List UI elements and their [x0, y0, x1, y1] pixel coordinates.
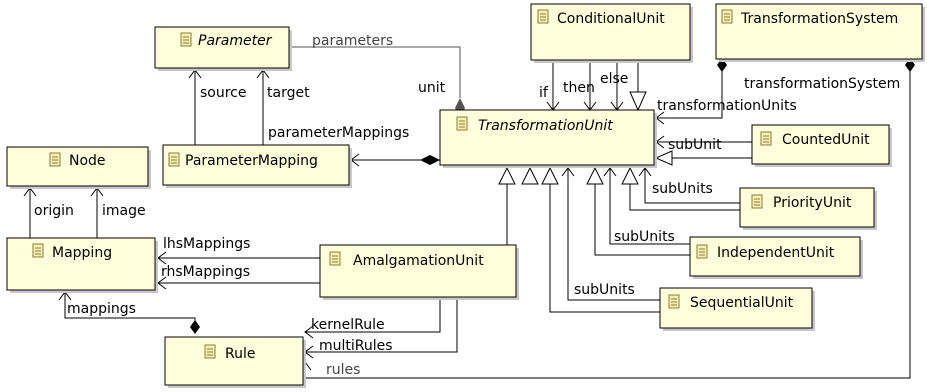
generalization-stub-triangle [521, 166, 539, 185]
label-then: then [563, 80, 595, 96]
class-icon [721, 9, 733, 24]
parameters-edge [290, 46, 461, 98]
label-subunit-counted: subUnit [668, 137, 722, 153]
class-icon [180, 32, 192, 47]
sequential-generalization-edge [549, 184, 660, 313]
counted-generalization-triangle [654, 150, 673, 166]
sequential-subunits-edge [567, 168, 660, 301]
amalgamation-generalization-triangle [498, 166, 516, 185]
mappings-diamond [190, 320, 200, 334]
priority-subunits-edge [644, 168, 740, 204]
transformation-units-edge [656, 70, 723, 119]
priority-generalization-triangle [621, 166, 639, 185]
label-transformation-units: transformationUnits [657, 98, 797, 114]
connectors [23, 46, 915, 379]
kernel-rule-arrow [304, 325, 314, 339]
class-parameter-mapping[interactable]: ParameterMapping [162, 144, 352, 188]
label-subunits-priority: subUnits [652, 181, 713, 197]
class-icon [49, 152, 61, 167]
class-name-transformation-system: TransformationSystem [740, 11, 898, 27]
class-transformation-unit[interactable]: TransformationUnit [439, 109, 657, 168]
label-lhs-mappings: lhsMappings [163, 236, 250, 252]
edge-labels: parameters unit source target parameterM… [34, 33, 900, 378]
class-icon [168, 152, 180, 167]
label-rhs-mappings: rhsMappings [161, 264, 250, 280]
class-name-node: Node [69, 153, 106, 169]
class-amalgamation-unit[interactable]: AmalgamationUnit [319, 244, 519, 300]
class-node[interactable]: Node [6, 146, 151, 189]
label-subunits-independent: subUnits [614, 229, 675, 245]
class-parameter[interactable]: Parameter [154, 26, 292, 71]
label-image: image [102, 203, 146, 219]
independent-generalization-triangle [586, 166, 604, 185]
label-unit: unit [418, 80, 446, 96]
label-transformation-system: transformationSystem [744, 76, 900, 92]
class-icon [329, 251, 341, 266]
independent-generalization-edge [594, 184, 690, 256]
label-multi-rules: multiRules [319, 338, 393, 354]
label-source: source [200, 85, 247, 101]
class-name-transformation-unit: TransformationUnit [478, 118, 613, 134]
class-transformation-system[interactable]: TransformationSystem [715, 3, 925, 62]
label-rules: rules [326, 362, 360, 378]
independent-subunits-edge [609, 168, 690, 245]
conditional-generalization-triangle [629, 91, 647, 112]
label-if: if [539, 85, 549, 101]
class-mapping[interactable]: Mapping [6, 237, 158, 293]
class-name-sequential-unit: SequentialUnit [690, 295, 794, 311]
label-else: else [600, 71, 628, 87]
class-name-counted-unit: CountedUnit [782, 132, 870, 148]
class-sequential-unit[interactable]: SequentialUnit [659, 287, 815, 331]
label-target: target [267, 85, 310, 101]
class-conditional-unit[interactable]: ConditionalUnit [530, 3, 693, 63]
class-priority-unit[interactable]: PriorityUnit [739, 187, 877, 230]
label-kernel-rule: kernelRule [311, 317, 385, 333]
label-mappings: mappings [67, 301, 136, 317]
label-origin: origin [34, 203, 74, 219]
class-icon [32, 243, 44, 258]
class-icon [696, 244, 708, 259]
parameter-mappings-diamond [420, 155, 440, 165]
class-name-amalgamation-unit: AmalgamationUnit [353, 253, 484, 269]
class-name-rule: Rule [225, 346, 255, 362]
priority-generalization-edge [629, 184, 740, 211]
kernel-rule-edge [305, 298, 441, 333]
class-independent-unit[interactable]: IndependentUnit [689, 236, 863, 279]
class-name-conditional-unit: ConditionalUnit [557, 11, 665, 27]
class-name-mapping: Mapping [52, 245, 112, 261]
class-icon [537, 9, 549, 24]
class-name-priority-unit: PriorityUnit [773, 195, 852, 211]
class-icon [751, 194, 763, 209]
class-icon [456, 116, 468, 131]
class-counted-unit[interactable]: CountedUnit [751, 124, 892, 167]
class-icon [760, 131, 772, 146]
sequential-generalization-triangle [541, 166, 559, 185]
class-name-independent-unit: IndependentUnit [717, 245, 835, 261]
label-parameters: parameters [312, 33, 393, 49]
class-name-parameter-mapping: ParameterMapping [185, 153, 318, 169]
class-icon [204, 344, 216, 359]
class-icon [668, 294, 680, 309]
class-name-parameter: Parameter [198, 33, 273, 49]
label-parameter-mappings: parameterMappings [268, 125, 409, 141]
label-subunits-sequential: subUnits [574, 282, 635, 298]
multi-rules-edge [305, 298, 458, 353]
class-rule[interactable]: Rule [164, 336, 306, 388]
